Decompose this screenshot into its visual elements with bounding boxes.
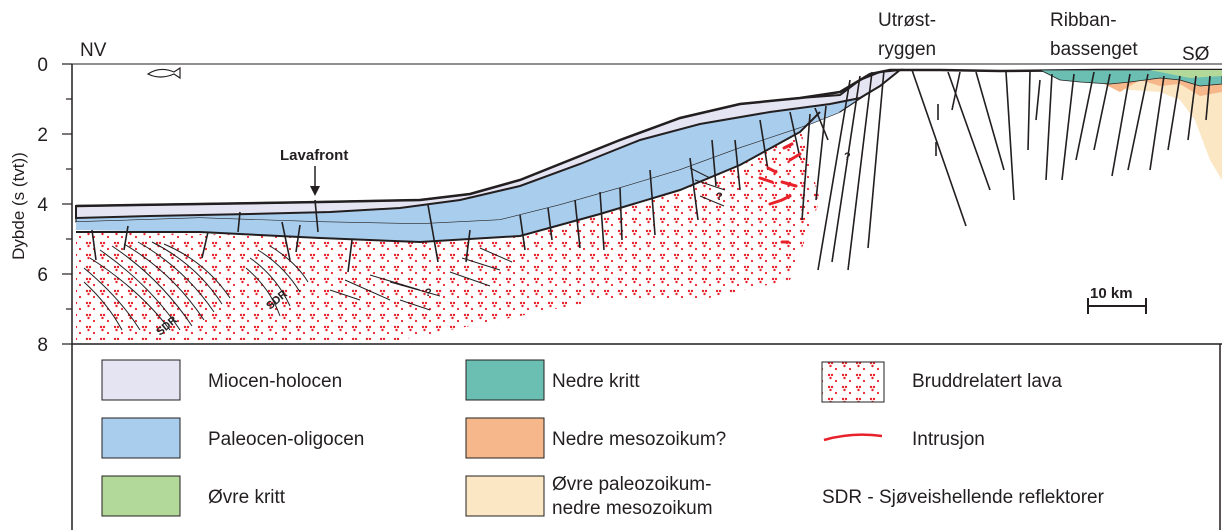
- depth-tick-4: 4: [37, 195, 48, 216]
- legend-swatch-1: [101, 417, 181, 459]
- legend-label-0-0: Miocen-holocen: [208, 371, 342, 392]
- legend-label-7-0: Intrusjon: [912, 429, 985, 450]
- legend-label-2-0: Øvre kritt: [208, 487, 286, 508]
- utrost-label-line2: ryggen: [878, 39, 936, 60]
- depth-axis-title: Dybde (s (tvt)): [9, 152, 28, 260]
- se-label: SØ: [1182, 44, 1210, 65]
- lavafront-label: Lavafront: [280, 147, 348, 164]
- depth-tick-0: 0: [37, 55, 48, 76]
- legend-swatch-3: [465, 359, 545, 401]
- seafloor-line: [75, 68, 1222, 208]
- legend-swatch-6: [821, 361, 885, 403]
- legend-label-5-0: Øvre paleozoikum-: [552, 474, 711, 495]
- legend-label-5-1: nedre mesozoikum: [552, 498, 713, 519]
- question-mark-3: ?: [844, 151, 851, 163]
- depth-tick-8: 8: [37, 335, 48, 356]
- legend-swatch-4: [465, 417, 545, 459]
- legend-label-4-0: Nedre mesozoikum?: [552, 429, 726, 450]
- intrusions: [758, 142, 802, 244]
- sdr-reflectors-central: [329, 167, 726, 311]
- legend-swatch-2: [101, 475, 181, 517]
- legend-swatch-0: [101, 359, 181, 401]
- fish-icon: [146, 66, 181, 80]
- nw-label: NV: [80, 40, 107, 61]
- lavafront-arrowhead: [310, 186, 320, 196]
- legend-label-3-0: Nedre kritt: [552, 371, 640, 392]
- ribban-upper-cretaceous: [1150, 70, 1222, 78]
- scalebar-label: 10 km: [1090, 285, 1133, 302]
- depth-tick-6: 6: [37, 265, 48, 286]
- legend-label-8-0: SDR - Sjøveishellende reflektorer: [822, 487, 1105, 508]
- legend-swatch-5: [465, 475, 545, 517]
- ribban-label-line2: bassenget: [1050, 39, 1138, 60]
- legend-label-6-0: Bruddrelatert lava: [912, 371, 1062, 392]
- depth-tick-2: 2: [37, 125, 48, 146]
- scalebar: [1087, 298, 1147, 314]
- base-paleocene-line: [76, 111, 821, 244]
- ridge-faults: [801, 69, 967, 271]
- legend-label-1-0: Paleocen-oligocen: [208, 429, 364, 450]
- ribban-upper-paleozoic: [1100, 70, 1222, 180]
- cross-section: [75, 68, 1222, 340]
- legend-swatch-7: [823, 433, 883, 442]
- question-mark-2: ?: [716, 191, 723, 203]
- paleocene-lower-fill: [76, 110, 840, 242]
- utrost-label-line1: Utrøst-: [878, 10, 936, 31]
- ribban-label-line1: Ribban-: [1050, 10, 1117, 31]
- sdr-reflectors-nw: [83, 241, 309, 331]
- depth-axis-ticks: [62, 63, 72, 345]
- ribban-basin: [947, 69, 1222, 201]
- question-mark-1: ?: [425, 287, 432, 299]
